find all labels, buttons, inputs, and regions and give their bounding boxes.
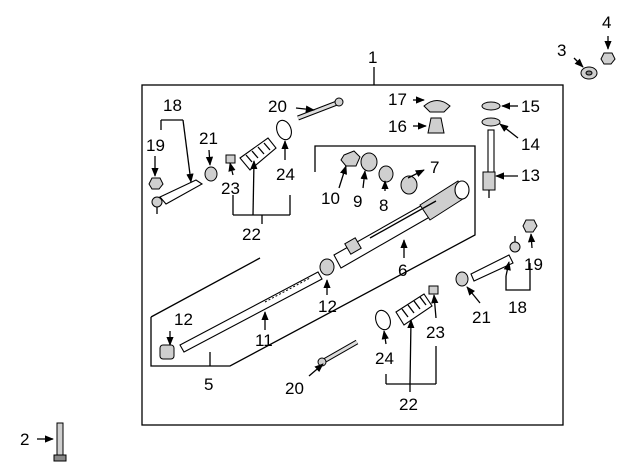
tie-rod-end-upper [151,179,204,214]
rack-boot-upper [239,137,277,171]
bushing-12-low [159,344,175,360]
callout-19-lower: 19 [524,255,543,274]
callout-15: 15 [521,97,540,116]
callout-2: 2 [20,430,29,449]
castle-nut-lower [522,219,538,233]
assembly-frame [141,84,564,426]
washer-14 [481,117,501,127]
callout-3: 3 [557,41,566,60]
callout-22-lower: 22 [399,395,418,414]
boot-clip-lower [428,285,439,295]
callout-21-lower: 21 [472,308,491,327]
boot-clamp-upper [276,119,292,141]
callout-11: 11 [255,331,273,350]
inner-tie-rod-lower [317,339,359,367]
callout-17: 17 [388,90,407,109]
bushing-9 [360,152,378,172]
inner-tie-rod-upper [297,97,344,121]
jam-nut-upper [204,166,218,182]
callout-19-upper: 19 [146,136,165,155]
callout-20-lower: 20 [285,379,304,398]
spring-8 [378,165,394,183]
bushing-16 [427,117,445,134]
boot-clip-upper [225,154,236,164]
callout-20-upper: 20 [268,97,287,116]
callout-21-upper: 21 [199,129,218,148]
rack-housing-6 [333,180,470,269]
mount-bushing-17 [423,100,451,113]
callout-labels: 1 2 3 4 5 6 7 8 9 10 11 12 12 13 14 15 1… [20,13,611,449]
callout-22-upper: 22 [242,225,261,244]
callout-24-lower: 24 [375,349,394,368]
callout-18-lower: 18 [508,298,527,317]
callout-12-low: 12 [174,310,193,329]
tie-rod-end-lower [470,236,521,282]
callout-24-upper: 24 [276,165,295,184]
callout-12-mid: 12 [318,297,337,316]
callout-9: 9 [353,192,362,211]
subassembly-frame [150,145,476,367]
nut-part-3 [580,66,598,80]
pinion-shaft-13 [482,129,496,198]
leader-frame-5-upper [150,257,261,318]
callout-7: 7 [430,158,439,177]
jam-nut-lower [455,271,469,287]
yoke-7 [400,175,418,195]
bushing-12-mid [319,258,335,276]
nut-10 [340,150,361,167]
callout-5: 5 [204,375,213,394]
washer-15 [481,101,501,111]
callout-14: 14 [521,135,540,154]
callout-8: 8 [379,196,388,215]
callout-1: 1 [368,48,377,67]
leader-lines [37,36,612,443]
rack-11 [179,271,323,353]
nut-part-4 [600,52,616,65]
callout-18-upper: 18 [163,96,182,115]
callout-10: 10 [321,189,340,208]
castle-nut-upper [148,177,164,190]
callout-23-lower: 23 [426,323,445,342]
callout-4: 4 [602,13,611,32]
bolt-part-2 [53,422,67,462]
callout-23-upper: 23 [221,179,240,198]
callout-16: 16 [388,117,407,136]
callout-6: 6 [398,261,407,280]
callout-13: 13 [521,166,540,185]
rack-boot-lower [395,293,433,326]
boot-clamp-lower [375,309,391,331]
